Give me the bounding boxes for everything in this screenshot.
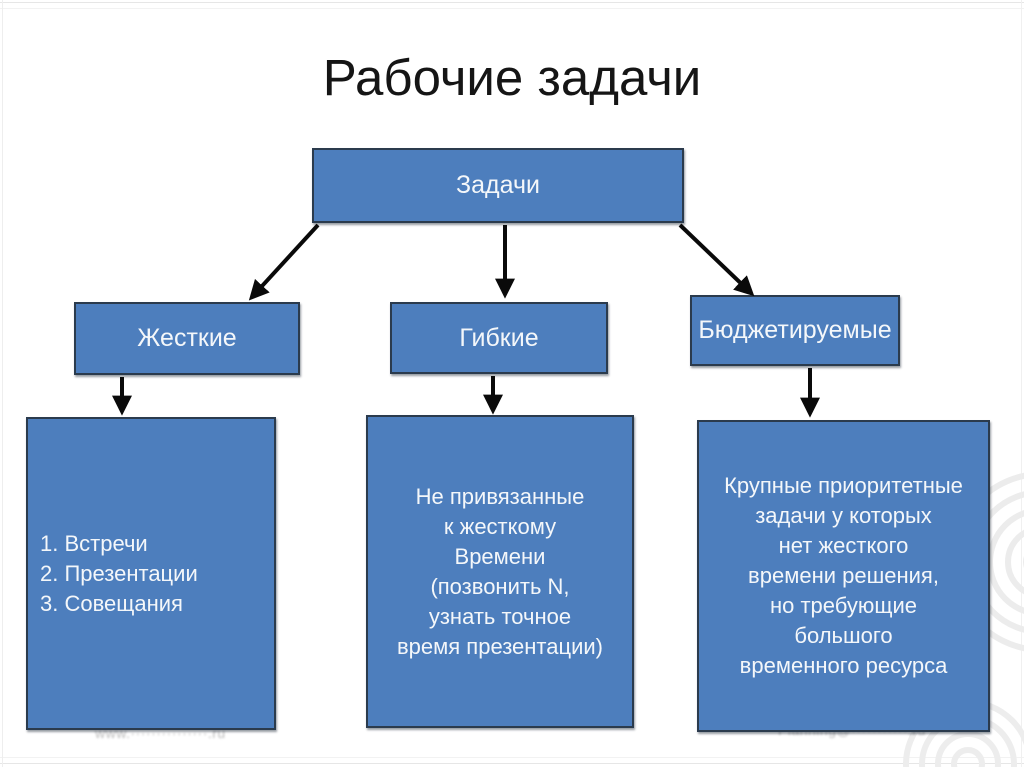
slide-frame-line (2, 0, 3, 767)
node-hard: Жесткие (74, 302, 300, 375)
node-tasks-root-label: Задачи (456, 171, 540, 199)
arrow-tasks-to-budgeted (678, 223, 755, 297)
node-tasks-root: Задачи (312, 148, 684, 223)
slide-frame-line (0, 763, 1024, 764)
node-flexible-label: Гибкие (459, 323, 539, 352)
node-hard-detail-text: 1. Встречи 2. Презентации 3. Совещания (40, 530, 198, 616)
slide-frame-line (0, 2, 1024, 3)
node-budgeted: Бюджетируемые (690, 295, 900, 366)
node-hard-label: Жесткие (137, 324, 237, 352)
node-hard-detail: 1. Встречи 2. Презентации 3. Совещания (26, 417, 276, 730)
node-flexible: Гибкие (390, 302, 608, 374)
slide-frame-line (0, 8, 1024, 9)
arrow-tasks-to-hard (248, 223, 320, 301)
node-budgeted-detail: Крупные приоритетные задачи у которых не… (697, 420, 990, 732)
node-flexible-detail: Не привязанные к жесткому Времени (позво… (366, 415, 634, 728)
node-flexible-detail-text: Не привязанные к жесткому Времени (позво… (396, 483, 603, 659)
slide-frame-line (1021, 0, 1022, 767)
node-budgeted-label: Бюджетируемые (698, 316, 892, 344)
slide-frame-line (0, 757, 1024, 758)
node-budgeted-detail-text: Крупные приоритетные задачи у которых не… (724, 473, 963, 678)
page-title: Рабочие задачи (322, 49, 702, 106)
